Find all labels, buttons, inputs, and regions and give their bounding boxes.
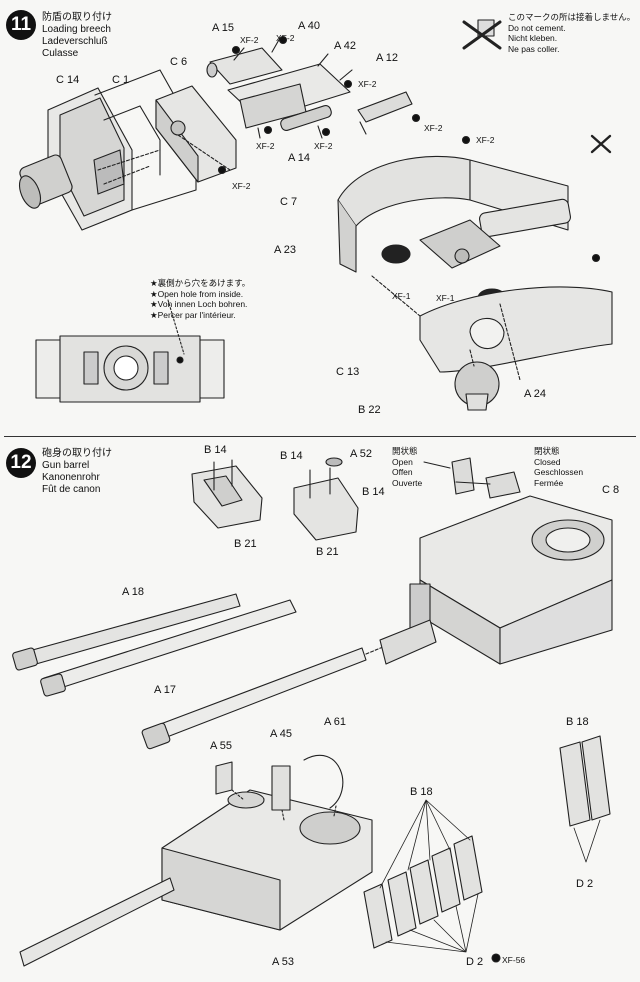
no-cement-symbol (462, 19, 612, 154)
breech-block-c1-c14 (18, 69, 197, 231)
part-label: C 7 (280, 196, 298, 208)
part-label: D 2 (466, 956, 484, 968)
step-12-title-en: Gun barrel (42, 460, 90, 471)
step-11-title-fr: Culasse (42, 48, 79, 59)
part-label: B 21 (234, 538, 257, 550)
paint-code: XF-2 (240, 35, 259, 45)
part-label: C 14 (56, 74, 80, 86)
open-hole-ja: ★裏側から穴をあけます。 (150, 278, 251, 288)
part-label: B 14 (204, 444, 227, 456)
part-label: D 2 (576, 878, 594, 890)
paint-code: XF-1 (436, 293, 455, 303)
turret-c8 (409, 495, 613, 665)
part-label: C 6 (170, 56, 188, 68)
part-label: C 8 (602, 484, 620, 496)
open-fr: Ouverte (392, 477, 423, 488)
no-cement-en: Do not cement. (508, 22, 566, 33)
part-label: A 40 (298, 20, 321, 32)
part-label: A 23 (274, 244, 297, 256)
closed-fr: Fermée (534, 477, 564, 488)
part-label: B 18 (410, 786, 433, 798)
part-label: A 15 (212, 22, 235, 34)
no-cement-fr: Ne pas coller. (508, 43, 560, 54)
breech-plate-c6 (155, 85, 237, 183)
open-hole-en: ★Open hole from inside. (150, 288, 244, 299)
step-12-title-ja: 砲身の取り付け (42, 448, 112, 459)
open-hole-fr: ★Percer par l'intérieur. (150, 309, 236, 320)
mantlet-rear-view (35, 299, 225, 403)
paint-code: XF-56 (502, 955, 526, 965)
paint-code: XF-2 (256, 141, 275, 151)
step-11-title-de: Ladeverschluß (42, 36, 108, 47)
part-label: A 42 (334, 40, 357, 52)
paint-code: XF-2 (276, 33, 295, 43)
paint-code: XF-2 (476, 135, 495, 145)
part-label: C 1 (112, 74, 130, 86)
closed-en: Closed (534, 456, 561, 467)
turret-lower-view (19, 754, 373, 967)
hatch-open-note: 開状態 Open Offen Ouverte (392, 446, 422, 488)
open-en: Open (392, 456, 413, 467)
paint-code: XF-2 (314, 141, 333, 151)
no-cement-ja: このマークの所は接着しません。 (508, 12, 636, 22)
part-label: B 14 (280, 450, 303, 462)
part-label: A 45 (270, 728, 293, 740)
step-divider (4, 436, 636, 437)
part-label: B 21 (316, 546, 339, 558)
hatch-open-closed (423, 457, 521, 499)
part-label: A 14 (288, 152, 311, 164)
closed-de: Geschlossen (534, 467, 584, 477)
paint-code: XF-2 (232, 181, 251, 191)
step-12-title: 砲身の取り付け Gun barrel Kanonenrohr Fût de ca… (42, 448, 112, 496)
open-de: Offen (392, 467, 413, 477)
no-cement-note: このマークの所は接着しません。 Do not cement. Nicht kle… (508, 12, 635, 54)
arrows-12 (379, 799, 601, 953)
paint-dots-11 (217, 35, 601, 263)
gun-barrel-a17-a18 (12, 593, 437, 750)
part-label: C 13 (336, 366, 360, 378)
part-label: A 52 (350, 448, 373, 460)
part-label: A 12 (376, 52, 399, 64)
part-label: A 24 (524, 388, 547, 400)
part-label: B 18 (566, 716, 589, 728)
hatch-closed-note: 閉状態 Closed Geschlossen Fermée (534, 446, 583, 488)
paint-code: XF-2 (424, 123, 443, 133)
paint-code: XF-1 (392, 291, 411, 301)
open-hole-de: ★Von innen Loch bohren. (150, 299, 248, 309)
paint-code: XF-2 (358, 79, 377, 89)
part-label: A 61 (324, 716, 347, 728)
open-hole-note: ★裏側から穴をあけます。 ★Open hole from inside. ★Vo… (150, 278, 250, 320)
turret-front-c7-c13 (337, 155, 613, 411)
step-12-title-fr: Fût de canon (42, 484, 101, 495)
open-ja: 開状態 (392, 446, 418, 456)
step-11-title-en: Loading breech (42, 24, 111, 35)
no-cement-de: Nicht kleben. (508, 33, 558, 43)
breech-linkage-a15-a40-a42 (206, 37, 413, 139)
step-12-title-de: Kanonenrohr (42, 472, 100, 483)
periscope-b14-b21-right (293, 457, 359, 541)
part-label: A 55 (210, 740, 233, 752)
periscope-b14-b21-left (191, 459, 263, 529)
part-label: B 14 (362, 486, 385, 498)
part-label: A 18 (122, 586, 145, 598)
step-11-number: 11 (6, 10, 36, 40)
part-label: A 53 (272, 956, 295, 968)
step-12-number: 12 (6, 448, 36, 478)
closed-ja: 閉状態 (534, 446, 560, 456)
paint-dot-xf56 (491, 953, 501, 963)
part-label: B 22 (358, 404, 381, 416)
step-11-title-ja: 防盾の取り付け (42, 12, 112, 23)
track-links-d2-b18 (363, 735, 611, 949)
step-11-title: 防盾の取り付け Loading breech Ladeverschluß Cul… (42, 12, 112, 60)
part-label: A 17 (154, 684, 177, 696)
